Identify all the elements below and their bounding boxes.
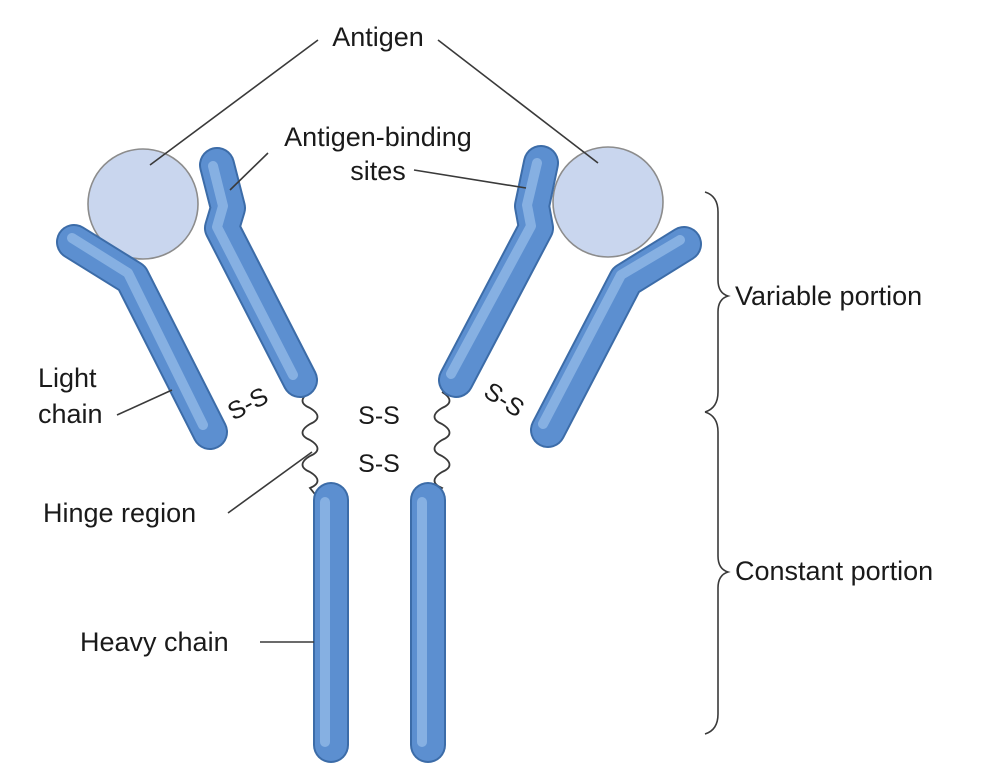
leader-light-chain [116, 389, 173, 416]
leader-binding-site-right [413, 169, 527, 189]
disulfide-heavy-upper: S-S [358, 402, 400, 430]
disulfide-light-left: S-S [223, 382, 273, 426]
binding-sites-label-line1: Antigen-binding [284, 122, 472, 152]
hinge-region-label: Hinge region [43, 498, 196, 528]
heavy-chain-arm-right [438, 145, 559, 398]
light-chain-left [56, 224, 228, 450]
antigen-right [552, 146, 664, 258]
disulfide-heavy-lower: S-S [358, 450, 400, 478]
leader-antigen-left [149, 39, 319, 166]
light-chain-right [530, 226, 702, 448]
hinge-right [433, 391, 451, 499]
leader-hinge-region [227, 451, 313, 514]
heavy-chain-arm-left [199, 147, 318, 398]
hinge-left [301, 391, 319, 499]
light-chain-label-line1: Light [38, 363, 97, 393]
heavy-chain-stem-left [313, 482, 349, 763]
light-chain-label-line2: chain [38, 399, 103, 429]
leader-binding-site-left [229, 152, 269, 191]
leader-antigen-right [437, 39, 599, 164]
heavy-chain-stem-right [410, 482, 446, 763]
binding-sites-label-line2: sites [350, 156, 406, 186]
heavy-chain-label: Heavy chain [80, 627, 229, 657]
disulfide-light-right: S-S [479, 377, 529, 423]
antigen-left [87, 148, 199, 260]
variable-portion-bracket [704, 191, 731, 413]
antigen-label: Antigen [332, 22, 424, 52]
constant-portion-bracket [704, 411, 731, 735]
variable-portion-label: Variable portion [735, 281, 922, 311]
constant-portion-label: Constant portion [735, 556, 933, 586]
